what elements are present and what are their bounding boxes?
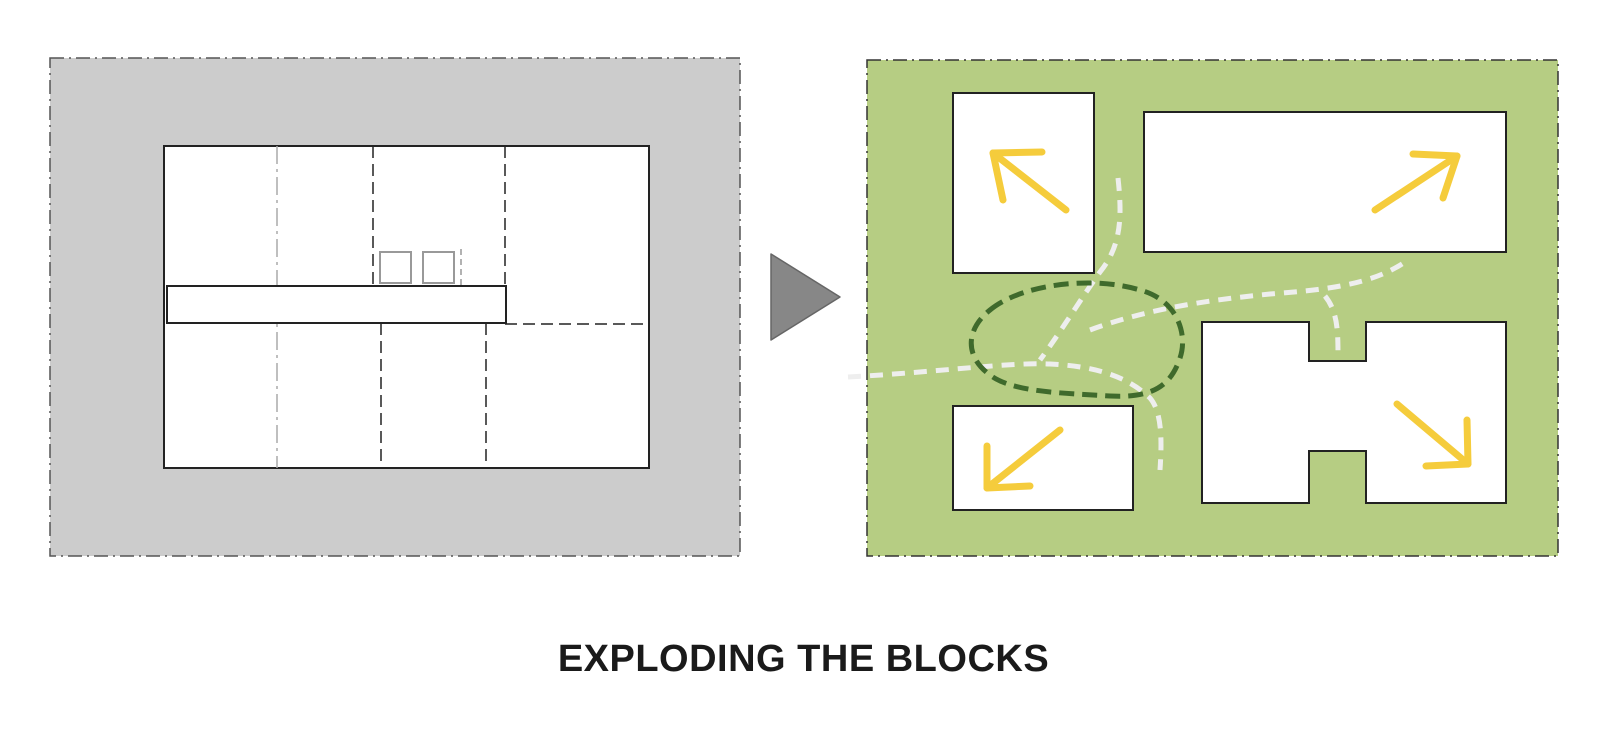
- expansion-arrows: [983, 148, 1472, 492]
- small-square: [379, 251, 412, 284]
- diagonal-arrow-icon: [1371, 150, 1461, 214]
- diagonal-arrow-icon: [989, 148, 1070, 214]
- diagonal-arrow-icon: [1393, 400, 1472, 470]
- diagram-caption: EXPLODING THE BLOCKS: [557, 638, 1050, 680]
- before-panel: [49, 57, 741, 557]
- block-bottom-left: [952, 405, 1134, 511]
- path-line: [1037, 177, 1123, 362]
- right-triangle-arrow-icon: [770, 253, 841, 341]
- small-square: [422, 251, 455, 284]
- path-line: [1089, 259, 1407, 333]
- path-line: [1322, 294, 1341, 359]
- block-bottom-right: [1201, 321, 1507, 504]
- gathering-space-loop: [968, 280, 1186, 399]
- diagonal-arrow-icon: [983, 426, 1064, 492]
- path-line: [847, 361, 1164, 471]
- after-panel: [847, 59, 1559, 557]
- linear-bar: [166, 285, 507, 324]
- pedestrian-paths: [847, 177, 1407, 471]
- block-top-left: [952, 92, 1095, 274]
